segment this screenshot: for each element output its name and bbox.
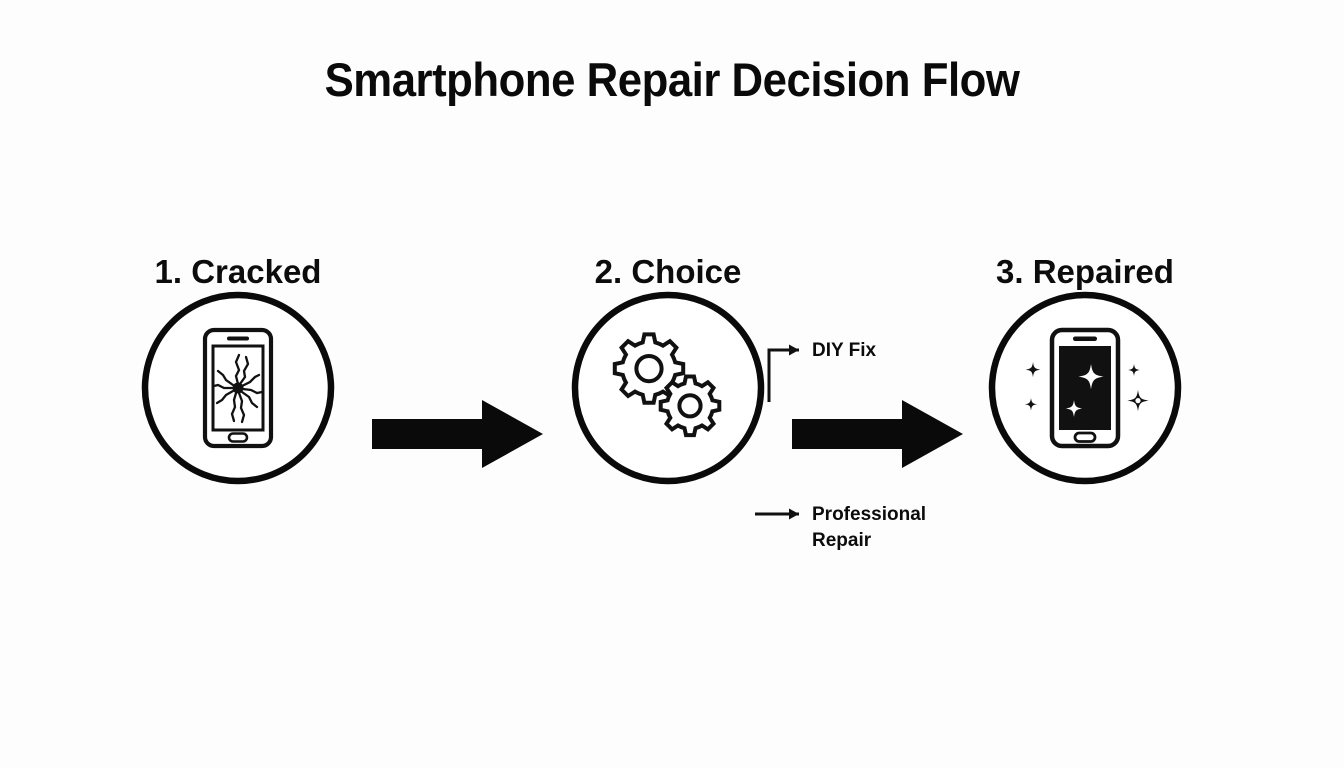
repaired-phone-icon <box>1024 327 1149 449</box>
step-2-label: 2. Choice <box>594 253 742 290</box>
step-3-circle-wrap <box>955 288 1215 488</box>
step-1-label: 1. Cracked <box>154 253 322 290</box>
branch-label-professional-repair: Professional Repair <box>812 504 927 551</box>
gears-icon <box>612 332 722 438</box>
branch-diy-connector <box>767 344 799 402</box>
step-1-cracked: 1. Cracked <box>108 255 368 488</box>
sparkle-outer-right-lower-center <box>1135 398 1141 404</box>
sparkle-outer-left-upper <box>1025 362 1041 378</box>
step-3-node-circle <box>988 291 1182 485</box>
branch-label-diy-fix: DIY Fix <box>812 340 877 361</box>
step-2-choice: 2. Choice <box>538 255 798 488</box>
page-title: Smartphone Repair Decision Flow <box>324 53 1020 106</box>
sparkle-small-screen <box>1065 400 1083 417</box>
sparkle-large-screen <box>1078 364 1104 390</box>
branch-connectors <box>755 344 799 520</box>
step-3-repaired: 3. Repaired <box>955 255 1215 488</box>
step-2-node-circle <box>571 291 765 485</box>
step-1-node-circle <box>141 291 335 485</box>
sparkle-outer-right-upper <box>1128 364 1140 376</box>
step-3-label: 3. Repaired <box>996 253 1174 290</box>
branch-professional-connector <box>755 508 799 520</box>
step-1-circle-wrap <box>108 288 368 488</box>
sparkle-outer-left-lower <box>1024 398 1038 411</box>
step-2-circle-wrap <box>538 288 798 488</box>
cracked-phone-icon <box>202 327 274 449</box>
arrow-choice-to-repaired <box>792 400 963 468</box>
arrow-cracked-to-choice <box>372 400 543 468</box>
